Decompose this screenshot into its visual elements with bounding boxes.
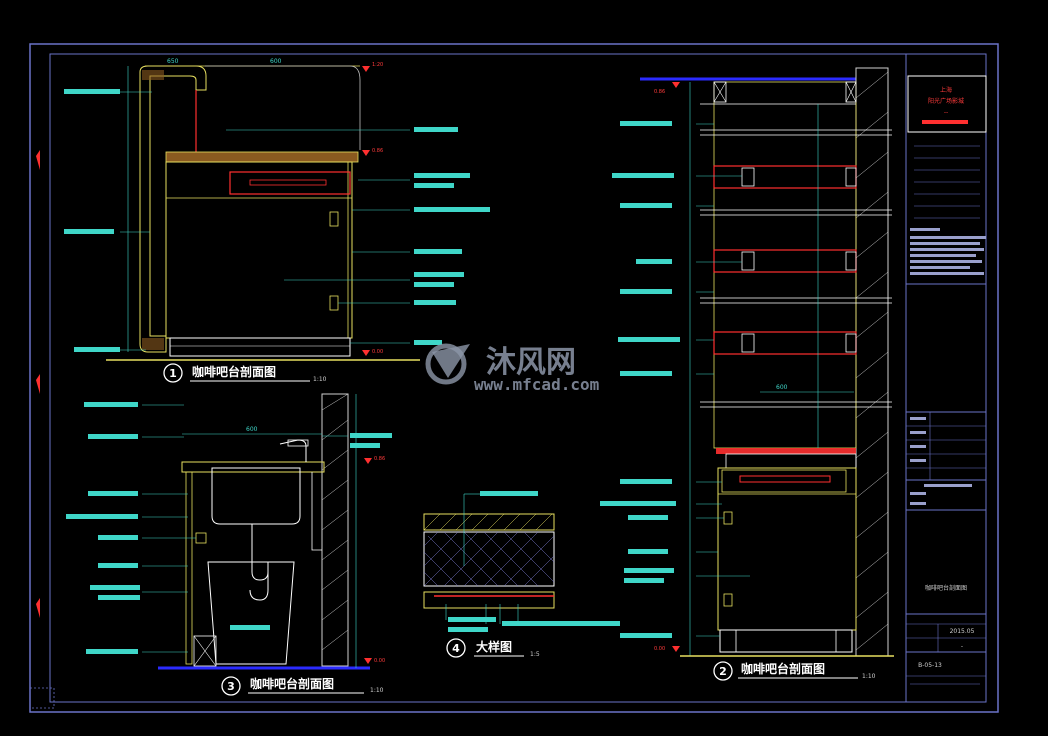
section-1-title: 咖啡吧台剖面图: [192, 364, 276, 379]
section-3-scale: 1:10: [370, 687, 384, 694]
client-line-2: 阳光广场影城: [928, 97, 964, 105]
section-3-number: 3: [227, 680, 235, 693]
detail-4-drawing: 4 大样图 1:5: [423, 491, 620, 658]
section-3-elev-top: 0.86: [374, 456, 385, 462]
dim-600: 600: [270, 58, 282, 65]
section-2-dim-600: 600: [776, 384, 788, 391]
title-block: 上海 阳光广场影城 --: [905, 53, 987, 703]
section-3-drawing: 600 0.86 0.00: [66, 393, 392, 696]
detail-4-number: 4: [452, 642, 460, 655]
drawing-date-dash: -: [961, 643, 963, 650]
section-1-number: 1: [169, 367, 177, 380]
section-2-elev-top: 0.86: [654, 89, 665, 95]
dim-scale-note: 1:20: [372, 62, 383, 68]
drawing-name: 咖啡吧台剖面图: [925, 584, 967, 592]
section-3-title: 咖啡吧台剖面图: [250, 676, 334, 691]
section-1-elev-floor: 0.00: [372, 349, 383, 355]
detail-4-title: 大样图: [476, 639, 512, 654]
watermark-url: www.mfcad.com: [474, 375, 600, 394]
drawing-date: 2015.05: [950, 628, 975, 635]
left-edge-markers: [36, 150, 40, 618]
section-2-elev-floor: 0.00: [654, 646, 665, 652]
detail-4-scale: 1:5: [530, 651, 540, 658]
sheet-number: B-05-13: [918, 662, 942, 669]
section-2-number: 2: [719, 665, 727, 678]
client-line-1: 上海: [940, 86, 952, 94]
section-3-dim-600: 600: [246, 426, 258, 433]
section-3-elev-floor: 0.00: [374, 658, 385, 664]
watermark-logo: [425, 343, 470, 385]
watermark-brand: 沐风网: [486, 345, 576, 380]
section-1-scale: 1:10: [313, 376, 327, 383]
section-2-drawing: 0.86: [600, 67, 894, 681]
watermark: 沐风网 www.mfcad.com: [425, 343, 600, 394]
section-2-title: 咖啡吧台剖面图: [741, 661, 825, 676]
section-1-elev-top: 0.86: [372, 148, 383, 154]
section-2-scale: 1:10: [862, 673, 876, 680]
section-1-drawing: 650 600 1:20 0.86 0.00: [64, 58, 490, 383]
client-line-3: --: [944, 109, 948, 116]
dim-650: 650: [167, 58, 179, 65]
